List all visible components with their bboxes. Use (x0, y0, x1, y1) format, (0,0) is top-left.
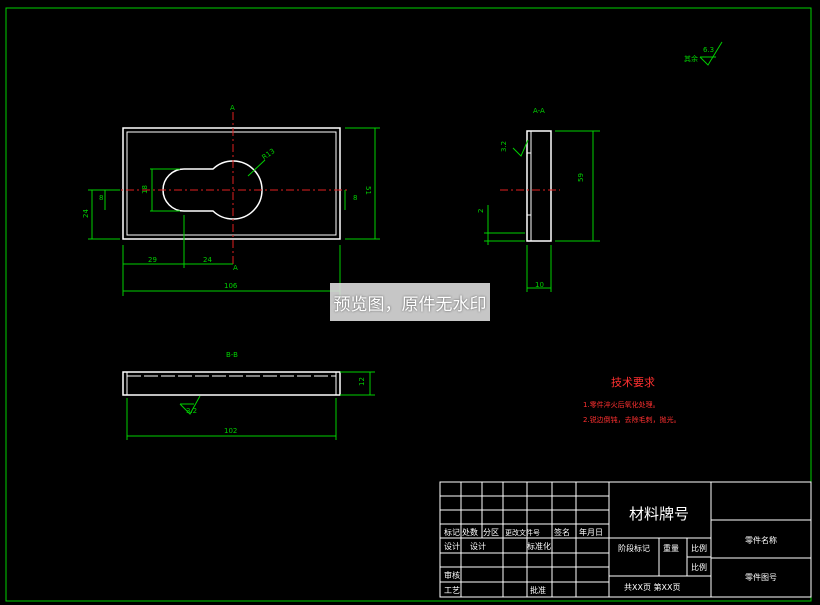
dim-102: 102 (224, 427, 237, 435)
tech-item-1: 1.零件淬火后氧化处理。 (583, 400, 660, 409)
design-label-2: 设计 (470, 541, 486, 551)
tech-title: 技术要求 (611, 376, 655, 389)
surface-roughness-note: 其余 6.3 (684, 41, 723, 66)
watermark-banner: 预览图，原件无水印 (330, 283, 490, 321)
technical-requirements: 技术要求 1.零件淬火后氧化处理。 2.锐边倒钝，去除毛刺，抛光。 (583, 376, 681, 424)
bottom-roughness: 3.2 (186, 407, 197, 415)
section-aa-label: A-A (533, 107, 545, 115)
part-no-label: 零件图号 (745, 572, 777, 582)
dim-51: 51 (364, 186, 372, 195)
title-block: 标记 处数 分区 更改文件号 签名 年月日 设计 设计 标准化 审核 工艺 批准… (439, 481, 812, 598)
dim-18: 18 (141, 185, 149, 194)
dim-24-bottom: 24 (203, 256, 212, 264)
section-mark-top: A (230, 104, 235, 112)
hdr-mark: 标记 (444, 527, 460, 537)
dim-106: 106 (224, 282, 238, 290)
standardize-label: 标准化 (527, 541, 551, 551)
drawing-frame (5, 7, 812, 602)
hdr-zone: 分区 (483, 528, 499, 537)
material-label: 材料牌号 (629, 505, 689, 523)
scale-label-2: 比例 (691, 562, 707, 572)
dim-12: 12 (358, 377, 366, 386)
review-label: 审核 (444, 570, 460, 580)
section-mark-bottom: A (233, 264, 238, 272)
side-roughness: 3.2 (500, 141, 508, 152)
roughness-value: 6.3 (703, 46, 714, 54)
roughness-label: 其余 (684, 54, 698, 63)
dim-r13: R13 (261, 147, 277, 161)
dim-59: 59 (577, 173, 585, 182)
plate-outline (122, 127, 341, 240)
section-bb-view: B-B 12 102 3.2 (122, 351, 375, 440)
hdr-change-doc: 更改文件号 (505, 528, 540, 537)
side-outline (526, 130, 552, 242)
hdr-count: 处数 (462, 527, 478, 537)
tech-item-2: 2.锐边倒钝，去除毛刺，抛光。 (583, 415, 681, 424)
approve-label: 批准 (530, 585, 546, 595)
dim-29: 29 (148, 256, 157, 264)
sheets-label: 共XX页 第XX页 (624, 582, 680, 592)
plate-inner-outline (126, 131, 337, 236)
stage-mark-label: 阶段标记 (618, 543, 650, 553)
process-label: 工艺 (444, 586, 460, 595)
scale-label: 比例 (691, 543, 707, 553)
main-view: A A 106 29 24 51 18 24 8 8 R13 (82, 104, 380, 296)
dim-2: 2 (477, 209, 485, 213)
dim-10: 10 (535, 281, 544, 289)
dim-8-left: 8 (99, 194, 103, 202)
dim-8-right: 8 (353, 194, 357, 202)
bottom-outline (122, 371, 341, 396)
hdr-sign: 签名 (554, 527, 570, 537)
hdr-date: 年月日 (579, 527, 603, 537)
keyhole-slot (162, 160, 263, 220)
weight-label: 重量 (663, 543, 679, 553)
section-aa-view: A-A 59 2 10 3.2 (477, 107, 600, 292)
design-label: 设计 (444, 541, 460, 551)
dim-24-left: 24 (82, 209, 90, 218)
section-bb-label: B-B (226, 351, 238, 359)
part-name-label: 零件名称 (745, 535, 777, 545)
